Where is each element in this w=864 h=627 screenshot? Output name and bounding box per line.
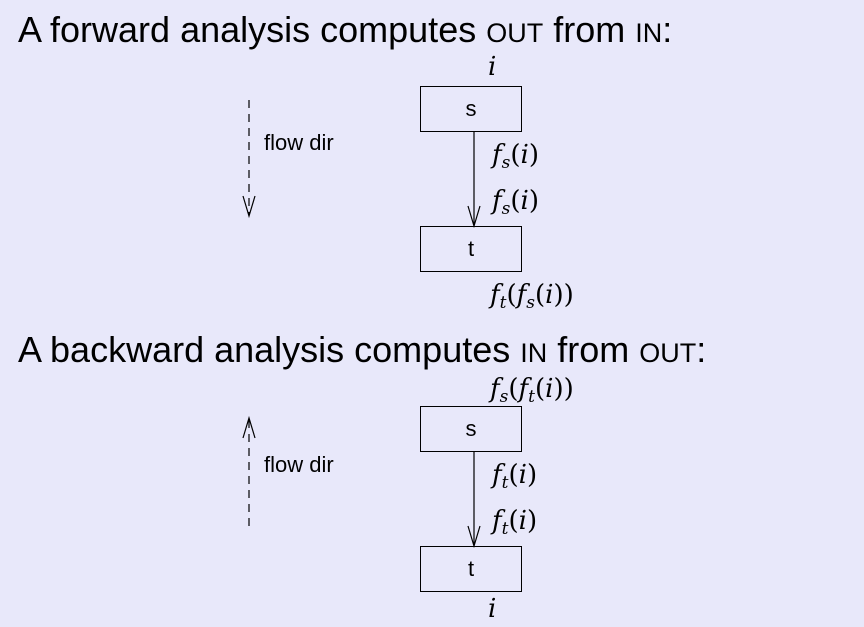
forward-edge-sub: s: [501, 153, 511, 173]
backward-flow-dir-arrowhead: [242, 415, 256, 439]
backward-heading-in: IN: [520, 338, 548, 368]
backward-out-inner-sub: t: [528, 387, 535, 407]
backward-edge-label-bottom: ft(i): [492, 506, 538, 539]
forward-node-t-label: t: [467, 236, 475, 261]
backward-out-outer-sub: s: [499, 387, 509, 407]
backward-edge-fn: f: [492, 460, 502, 490]
forward-input-label: i: [488, 52, 496, 82]
backward-edge-label-top: ft(i): [492, 460, 538, 493]
forward-heading-from: from: [543, 9, 636, 50]
forward-heading-text: A forward analysis computes: [18, 9, 487, 50]
forward-out-inner-sub: s: [526, 293, 535, 313]
forward-edge-arg-2: i: [520, 186, 529, 216]
forward-edge-arg: i: [520, 140, 529, 170]
backward-input-label: i: [488, 594, 496, 624]
backward-heading-from: from: [547, 329, 640, 370]
backward-heading-out: OUT: [639, 338, 697, 368]
forward-heading: A forward analysis computes OUT from IN:: [18, 10, 672, 53]
backward-node-s-label: s: [465, 416, 477, 441]
backward-heading-text: A backward analysis computes: [18, 329, 521, 370]
backward-node-t-label: t: [467, 556, 475, 581]
forward-input-var: i: [488, 52, 497, 82]
backward-edge-arg-2: i: [518, 506, 527, 536]
forward-edge-sub-2: s: [501, 199, 511, 219]
backward-heading: A backward analysis computes IN from OUT…: [18, 330, 706, 373]
forward-heading-out: OUT: [486, 18, 544, 48]
forward-out-arg: i: [545, 280, 554, 310]
backward-output-label: fs(ft(i)): [490, 374, 574, 407]
forward-edge-fn-2: f: [492, 186, 502, 216]
forward-edge-fn: f: [492, 140, 502, 170]
forward-output-label: ft(fs(i)): [490, 280, 574, 313]
forward-heading-in: IN: [635, 18, 663, 48]
forward-out-inner-fn: f: [516, 280, 527, 310]
forward-edge-label-bottom: fs(i): [492, 186, 539, 219]
backward-node-s: s: [420, 406, 522, 452]
forward-node-s: s: [420, 86, 522, 132]
backward-out-outer-fn: f: [490, 374, 500, 404]
forward-flow-dir-label: flow dir: [264, 130, 334, 155]
forward-out-outer-sub: t: [499, 293, 507, 313]
backward-flow-dir-label: flow dir: [264, 452, 334, 477]
backward-edge-arg: i: [518, 460, 527, 490]
forward-out-outer-fn: f: [490, 280, 500, 310]
backward-heading-colon: :: [696, 329, 707, 370]
backward-out-arg: i: [545, 374, 554, 404]
backward-edge-fn-2: f: [492, 506, 502, 536]
forward-heading-colon: :: [662, 9, 673, 50]
forward-node-s-label: s: [465, 96, 477, 121]
backward-node-t: t: [420, 546, 522, 592]
forward-node-t: t: [420, 226, 522, 272]
backward-input-var: i: [488, 594, 497, 624]
forward-flow-dir-arrowhead: [242, 195, 256, 219]
backward-out-inner-fn: f: [518, 374, 529, 404]
backward-edge-sub: t: [501, 473, 509, 493]
backward-edge-sub-2: t: [501, 519, 509, 539]
forward-edge-label-top: fs(i): [492, 140, 539, 173]
